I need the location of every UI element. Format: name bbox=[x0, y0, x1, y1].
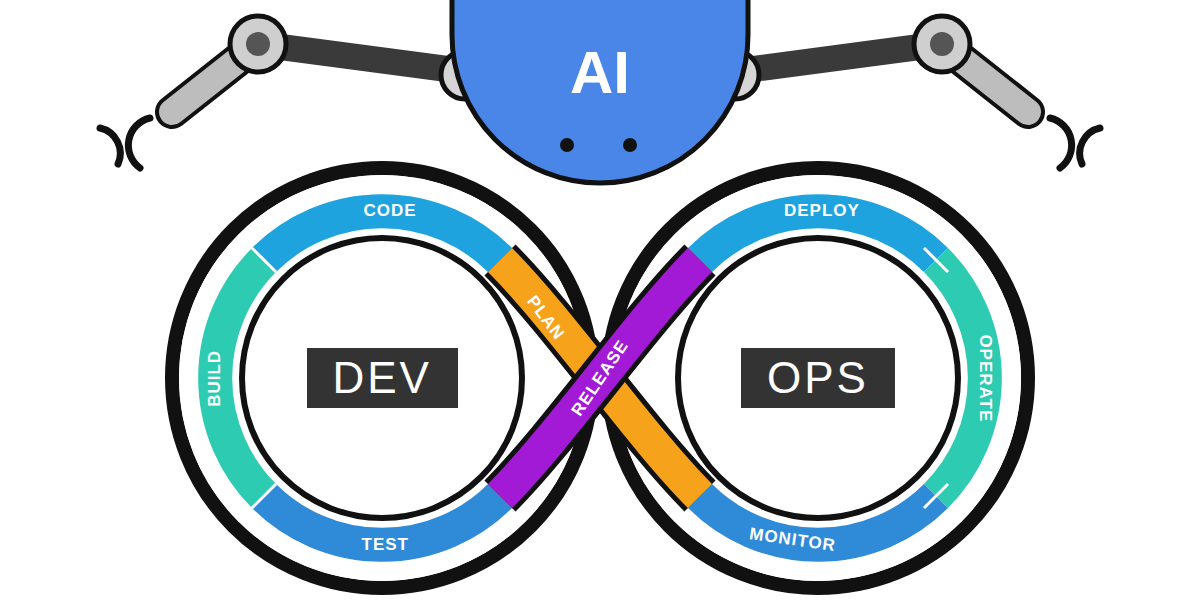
robot-arm bbox=[711, 16, 1100, 168]
stage-band: OPERATE bbox=[974, 330, 997, 426]
stage-label: TEST bbox=[362, 536, 409, 555]
loop-label: DEV bbox=[333, 354, 432, 402]
stage-label: DEPLOY bbox=[784, 202, 860, 221]
stage-band: DEPLOY bbox=[780, 200, 864, 223]
stage-band: CODE bbox=[360, 200, 421, 223]
loop-bands bbox=[215, 211, 985, 545]
loop-label: OPS bbox=[767, 354, 869, 402]
stage-label: BUILD bbox=[206, 349, 225, 406]
robot-arm bbox=[100, 16, 489, 168]
stage-label: CODE bbox=[364, 202, 417, 221]
segment-divider bbox=[252, 248, 948, 508]
loop-title: DEV bbox=[307, 348, 458, 408]
loop-title: OPS bbox=[741, 348, 895, 408]
head-label: AI bbox=[440, 43, 760, 103]
stage-band: TEST bbox=[358, 534, 413, 557]
stage-band: BUILD bbox=[204, 345, 227, 410]
stage-label: OPERATE bbox=[976, 334, 995, 422]
infinity-outline bbox=[172, 168, 1028, 588]
robot-head: AI bbox=[440, 0, 760, 190]
